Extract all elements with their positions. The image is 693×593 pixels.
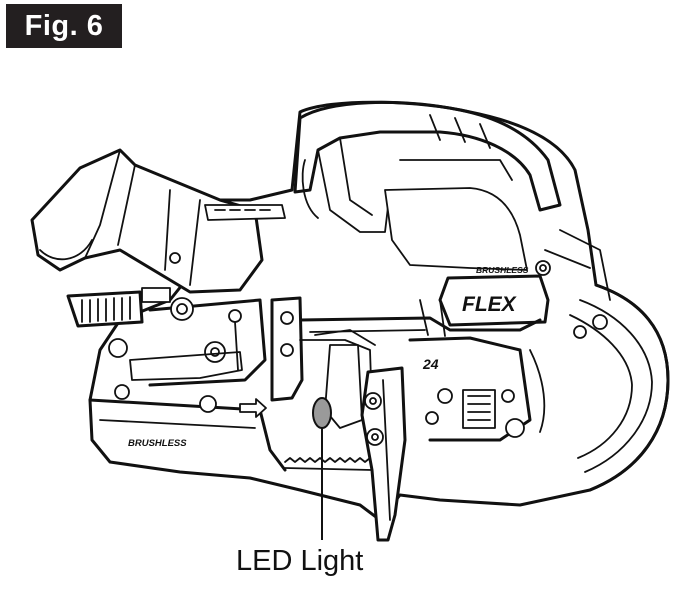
led-light (312, 397, 332, 429)
rear-handle (30, 148, 264, 294)
body-brushless-badge: BRUSHLESS (128, 438, 187, 449)
voltage-badge: 24 (422, 356, 439, 372)
wheel-housing (588, 283, 670, 492)
guard-arm (360, 366, 407, 542)
saw-blade (284, 457, 373, 463)
handle-brushless-badge: BRUSHLESS (476, 265, 529, 275)
brand-logo: FLEX (462, 293, 518, 316)
figure-label: Fig. 6 (6, 4, 122, 48)
direction-arrow (239, 398, 267, 418)
trigger (66, 290, 144, 328)
handle-opening (384, 187, 528, 271)
led-light-callout-label: LED Light (236, 545, 364, 577)
top-handle (293, 100, 562, 212)
